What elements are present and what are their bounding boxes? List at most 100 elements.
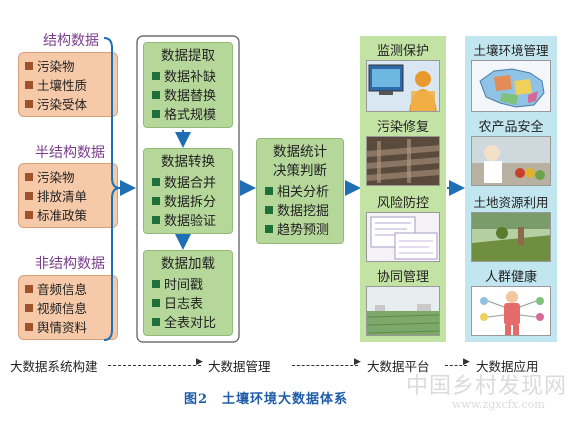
bullet-square-icon bbox=[265, 187, 273, 195]
platform-label-remediation: 污染修复 bbox=[376, 120, 429, 135]
bullet-square-icon bbox=[152, 299, 160, 307]
bullet-square-icon bbox=[25, 81, 33, 89]
bottom-label-management: 大数据管理 bbox=[208, 359, 271, 374]
list-item: 数据替换 bbox=[152, 87, 224, 106]
list-item-label: 视频信息 bbox=[37, 301, 88, 316]
list-item: 排放清单 bbox=[25, 187, 111, 206]
bottom-label-platform: 大数据平台 bbox=[367, 359, 430, 374]
bullet-square-icon bbox=[152, 216, 160, 224]
list-item-label: 土壤性质 bbox=[37, 78, 88, 93]
soil-map-image bbox=[471, 60, 551, 112]
list-item: 污染物 bbox=[25, 57, 111, 76]
app-label-land-use: 土地资源利用 bbox=[473, 195, 549, 210]
bullet-square-icon bbox=[25, 323, 33, 331]
food-safety-image bbox=[471, 136, 551, 186]
list-item: 数据挖掘 bbox=[265, 202, 335, 221]
source-box-unstructured: 音频信息 视频信息 舆情资料 bbox=[18, 275, 118, 340]
app-label-food-safety: 农产品安全 bbox=[478, 120, 544, 135]
list-item-label: 数据验证 bbox=[164, 214, 217, 229]
bullet-square-icon bbox=[25, 285, 33, 293]
bottom-arrowhead-icon: ▶ bbox=[354, 357, 361, 367]
list-item-label: 数据替换 bbox=[164, 89, 217, 104]
list-item: 污染受体 bbox=[25, 95, 111, 114]
list-item-label: 污染物 bbox=[37, 59, 75, 74]
list-item: 时间戳 bbox=[152, 276, 224, 295]
management-panel-transform: 数据转换 数据合并 数据拆分 数据验证 bbox=[143, 148, 233, 234]
coordination-image bbox=[366, 286, 440, 336]
risk-control-image bbox=[366, 212, 440, 262]
list-item-label: 音频信息 bbox=[37, 282, 88, 297]
list-item: 音频信息 bbox=[25, 280, 111, 299]
bottom-label-system-build: 大数据系统构建 bbox=[10, 359, 98, 374]
bottom-dash-1 bbox=[108, 365, 201, 366]
bottom-dash-2 bbox=[292, 365, 358, 366]
bullet-square-icon bbox=[152, 72, 160, 80]
bullet-square-icon bbox=[25, 192, 33, 200]
list-item: 视频信息 bbox=[25, 299, 111, 318]
list-item-label: 舆情资料 bbox=[37, 320, 88, 335]
bullet-square-icon bbox=[152, 318, 160, 326]
list-item: 日志表 bbox=[152, 295, 224, 314]
app-label-soil-management: 土壤环境管理 bbox=[473, 43, 549, 58]
platform-label-monitoring: 监测保护 bbox=[376, 44, 429, 59]
figure-caption: 图2 土壤环境大数据体系 bbox=[183, 392, 349, 407]
bottom-arrowhead-icon: ▶ bbox=[463, 357, 470, 367]
panel-title: 数据转换 bbox=[161, 154, 215, 170]
bullet-square-icon bbox=[25, 304, 33, 312]
analysis-panel: 数据统计 决策判断 相关分析 数据挖掘 趋势预测 bbox=[256, 138, 344, 244]
list-item-label: 格式规模 bbox=[164, 108, 217, 123]
list-item: 数据验证 bbox=[152, 212, 224, 231]
bottom-dash-3 bbox=[445, 365, 467, 366]
list-item-label: 数据拆分 bbox=[164, 195, 217, 210]
list-item: 舆情资料 bbox=[25, 318, 111, 337]
source-title-unstructured: 非结构数据 bbox=[35, 256, 105, 272]
bottom-label-application: 大数据应用 bbox=[476, 359, 539, 374]
land-use-image bbox=[471, 212, 551, 262]
list-item-label: 排放清单 bbox=[37, 189, 88, 204]
monitoring-image bbox=[366, 60, 440, 112]
panel-title-line2: 决策判断 bbox=[273, 163, 327, 179]
list-item: 土壤性质 bbox=[25, 76, 111, 95]
bullet-square-icon bbox=[152, 91, 160, 99]
source-box-semistructured: 污染物 排放清单 标准政策 bbox=[18, 163, 118, 228]
population-health-image bbox=[471, 286, 551, 336]
list-item-label: 全表对比 bbox=[164, 316, 217, 331]
bullet-square-icon bbox=[152, 110, 160, 118]
list-item: 趋势预测 bbox=[265, 221, 335, 240]
brace-connector bbox=[103, 37, 121, 341]
source-title-structured: 结构数据 bbox=[43, 33, 99, 49]
panel-title: 数据提取 bbox=[161, 48, 215, 64]
bullet-square-icon bbox=[265, 206, 273, 214]
bullet-square-icon bbox=[152, 280, 160, 288]
list-item-label: 相关分析 bbox=[277, 185, 330, 200]
source-box-structured: 污染物 土壤性质 污染受体 bbox=[18, 52, 118, 117]
watermark-url: www.zgxcfx.com bbox=[452, 398, 545, 411]
bullet-square-icon bbox=[152, 178, 160, 186]
list-item-label: 数据挖掘 bbox=[277, 204, 330, 219]
bullet-square-icon bbox=[25, 211, 33, 219]
panel-title: 数据加载 bbox=[161, 256, 215, 272]
list-item-label: 时间戳 bbox=[164, 278, 204, 293]
bullet-square-icon bbox=[25, 100, 33, 108]
list-item-label: 污染物 bbox=[37, 170, 75, 185]
platform-label-coordination: 协同管理 bbox=[376, 270, 429, 285]
bullet-square-icon bbox=[152, 197, 160, 205]
management-panel-extract: 数据提取 数据补缺 数据替换 格式规模 bbox=[143, 42, 233, 128]
list-item: 全表对比 bbox=[152, 314, 224, 333]
list-item: 污染物 bbox=[25, 168, 111, 187]
management-panel-load: 数据加载 时间戳 日志表 全表对比 bbox=[143, 250, 233, 336]
list-item: 数据补缺 bbox=[152, 68, 224, 87]
source-title-semistructured: 半结构数据 bbox=[35, 145, 105, 161]
panel-title-line1: 数据统计 bbox=[273, 144, 327, 160]
list-item-label: 标准政策 bbox=[37, 208, 88, 223]
list-item: 相关分析 bbox=[265, 183, 335, 202]
platform-label-risk-control: 风险防控 bbox=[376, 196, 429, 211]
list-item: 数据拆分 bbox=[152, 193, 224, 212]
list-item-label: 趋势预测 bbox=[277, 223, 330, 238]
list-item: 标准政策 bbox=[25, 206, 111, 225]
remediation-image bbox=[366, 136, 440, 186]
bottom-arrowhead-icon: ▶ bbox=[196, 357, 203, 367]
bullet-square-icon bbox=[265, 225, 273, 233]
app-label-population-health: 人群健康 bbox=[484, 270, 537, 285]
list-item-label: 数据补缺 bbox=[164, 70, 217, 85]
